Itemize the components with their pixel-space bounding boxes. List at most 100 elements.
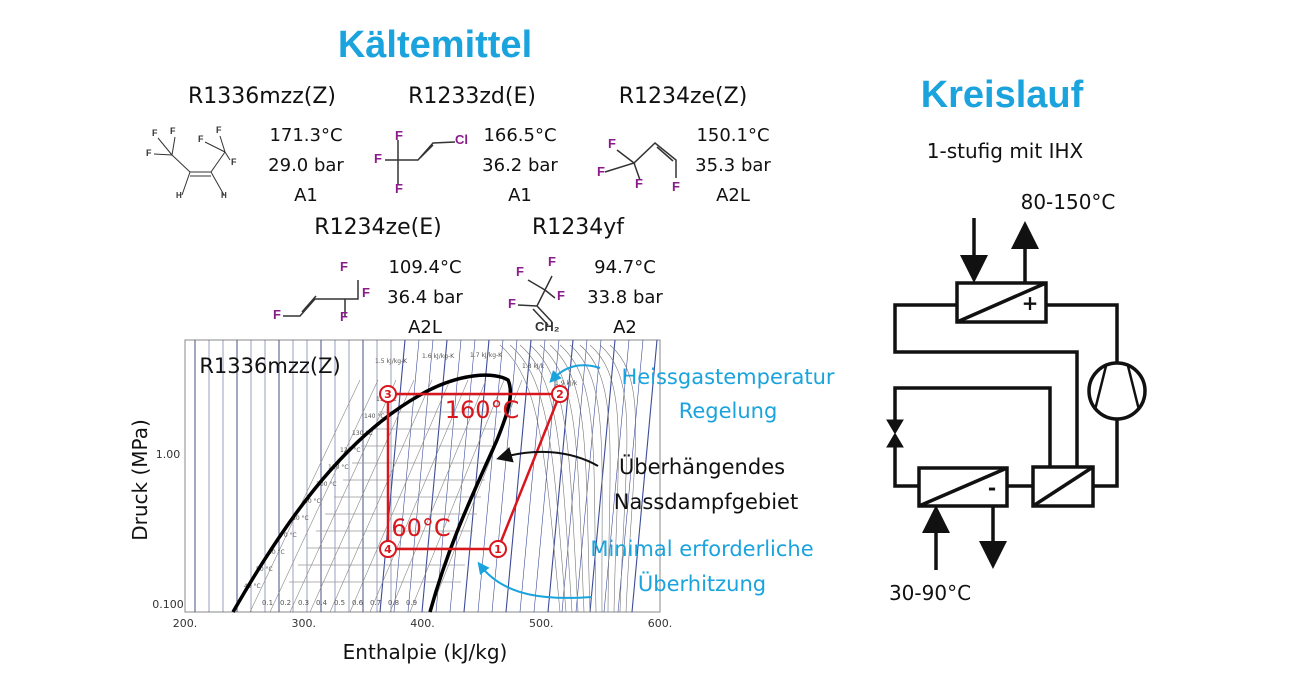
atom-label: F (198, 134, 204, 144)
atom-label: F (548, 254, 556, 269)
refrigerant-properties: 150.1°C 35.3 bar A2L (695, 121, 771, 211)
expansion-valve (886, 419, 904, 448)
quality-label: 0.8 (388, 599, 399, 607)
isotherm-label: 40 °C (244, 583, 261, 590)
atom-label: F (170, 126, 176, 136)
critical-pressure: 36.2 bar (482, 155, 558, 176)
annotation-hot-gas: Heissgastemperatur (621, 365, 835, 389)
molecule-r1234ze-z (604, 142, 677, 181)
refrigerant-properties: 166.5°C 36.2 bar A1 (482, 121, 558, 211)
critical-pressure: 35.3 bar (695, 155, 771, 176)
quality-label: 0.5 (334, 599, 345, 607)
isotherm-line (499, 344, 561, 612)
isotherm-line (559, 344, 597, 612)
isentrope-line (379, 340, 406, 612)
atom-label: F (362, 285, 370, 300)
isotherm-label: 100 °C (316, 481, 337, 488)
atom-label: F (395, 128, 403, 143)
atom-label: F (508, 296, 516, 311)
quality-label: 0.3 (298, 599, 309, 607)
isotherm-line (609, 344, 636, 612)
atom-label: Cl (455, 132, 468, 147)
isotherm-label: 50 °C (256, 566, 273, 573)
isentrope-line (407, 340, 434, 612)
y-axis-label: Druck (MPa) (128, 419, 152, 541)
safety-class: A2 (613, 317, 637, 338)
refrigerant-name: R1234ze(E) (314, 215, 442, 240)
annotation-overhang: Überhängendes (618, 455, 786, 479)
cycle-point-marker (379, 385, 397, 403)
isentrope-line (435, 340, 462, 612)
refrigerant-name: R1233zd(E) (408, 84, 536, 109)
critical-temperature: 109.4°C (388, 257, 462, 278)
isotherm-label: 90 °C (304, 498, 321, 505)
atom-label: F (152, 128, 158, 138)
cycle-point-label: 1 (494, 543, 502, 556)
annotation-superheat: Überhitzung (637, 572, 767, 596)
isotherm-label: 140 °C (364, 413, 385, 420)
safety-class: A1 (508, 185, 532, 206)
atom-label: F (374, 151, 382, 166)
heat-pump-circuit (886, 218, 1147, 570)
atom-label: F (340, 309, 348, 324)
annotation-superheat: Minimal erforderliche (590, 537, 814, 561)
critical-pressure: 36.4 bar (387, 287, 463, 308)
quality-line (349, 379, 451, 612)
quality-line (249, 379, 361, 612)
cycle-title: Kreislauf (920, 74, 1084, 116)
isotherm-line (579, 344, 611, 612)
y-tick-label: 0.100 (152, 598, 184, 611)
quality-line (409, 379, 505, 612)
quality-line (329, 379, 433, 612)
x-tick-label: 300. (291, 617, 317, 630)
molecule-r1233zd-e (385, 140, 456, 185)
atom-label: H (221, 191, 227, 200)
isotherm-line (519, 344, 573, 612)
critical-temperature: 150.1°C (696, 125, 770, 146)
isotherm-label: 80 °C (292, 515, 309, 522)
isentrope-line (519, 340, 546, 612)
isentrope-line (491, 340, 518, 612)
isotherm-line (589, 344, 619, 612)
isotherm-label: 70 °C (280, 532, 297, 539)
refrigerant-name: R1336mzz(Z) (187, 84, 337, 109)
critical-temperature: 166.5°C (483, 125, 557, 146)
atom-label: F (395, 181, 403, 196)
atom-label: F (608, 136, 616, 151)
safety-class: A2L (408, 317, 442, 338)
x-tick-label: 400. (410, 617, 435, 630)
isentrope-line (547, 340, 574, 612)
isentrope-line (561, 340, 588, 612)
refrigerant-name: R1234ze(Z) (618, 84, 748, 109)
quality-line (309, 379, 415, 612)
critical-temperature: 94.7°C (594, 257, 656, 278)
evaporator-sign: - (987, 476, 997, 500)
isotherm-line (549, 344, 591, 612)
isentrope-line (589, 340, 616, 612)
entropy-label: 1.5 kJ/kg-K (375, 358, 408, 365)
isentrope-line (575, 340, 602, 612)
atom-label: F (557, 288, 565, 303)
quality-label: 0.4 (316, 599, 328, 607)
refrigerants-title: Kältemittel (337, 24, 533, 66)
cycle-point-label: 3 (384, 388, 392, 401)
isentrope-line (603, 340, 630, 612)
molecule-r1234ze-e (283, 280, 359, 317)
atom-label: F (231, 157, 237, 167)
quality-line (289, 379, 397, 612)
atom-label: F (516, 264, 524, 279)
quality-label: 0.2 (280, 599, 291, 607)
isentrope-line (631, 340, 658, 612)
atom-label: F (597, 164, 605, 179)
cycle-point-label: 2 (556, 388, 564, 401)
entropy-label: 1.9 kJ/k (555, 380, 578, 387)
quality-line (269, 379, 379, 612)
cycle-point-marker (551, 385, 569, 403)
quality-label: 0.1 (262, 599, 273, 607)
isentrope-line (393, 340, 420, 612)
quality-line (389, 379, 487, 612)
atom-label: CH₂ (535, 319, 560, 334)
